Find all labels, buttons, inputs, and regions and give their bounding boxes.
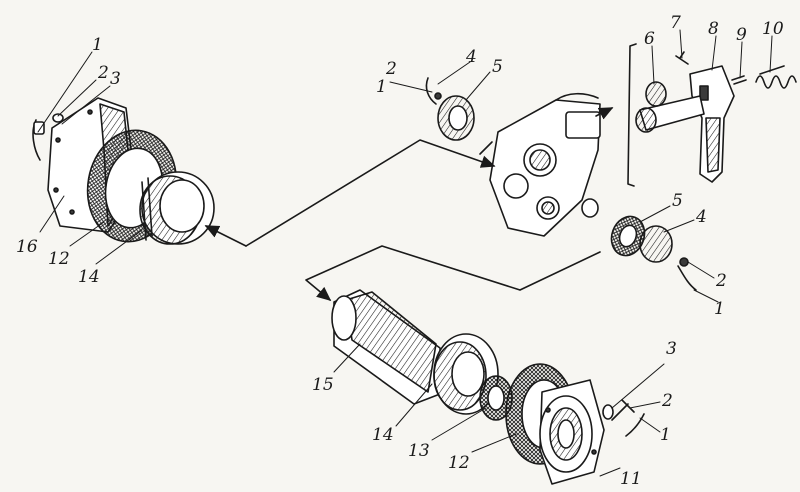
callout-left-14: 14: [78, 267, 100, 287]
bearing-14-shaft: [433, 333, 499, 415]
spring-10: [755, 65, 797, 89]
left-cover-group: [32, 51, 215, 265]
right-middle-group: [610, 205, 719, 303]
callout-top-5: 5: [492, 57, 503, 77]
group-bracket: [627, 43, 637, 187]
callout-shaft-14: 14: [372, 425, 394, 445]
callout-mid-4: 4: [695, 207, 707, 227]
callout-left-3: 3: [110, 69, 121, 89]
shaft-assembly: [331, 289, 665, 485]
callout-right-10: 10: [762, 19, 784, 39]
shaft-6: [635, 81, 705, 133]
callout-top-2: 2: [385, 59, 397, 79]
callout-shaft-11: 11: [620, 469, 642, 489]
splined-shaft-15: [331, 289, 441, 405]
assembly-arrows: [204, 107, 614, 300]
callout-shaft-2: 2: [661, 391, 673, 411]
callout-mid-5: 5: [672, 191, 683, 211]
callout-mid-1: 1: [714, 299, 725, 319]
callout-right-7: 7: [670, 13, 681, 33]
callout-top-1: 1: [376, 77, 387, 97]
callout-left-12: 12: [48, 249, 70, 269]
callout-mid-2: 2: [715, 271, 727, 291]
callout-top-4: 4: [465, 47, 477, 67]
callout-shaft-3: 3: [666, 339, 677, 359]
callout-shaft-15: 15: [312, 375, 334, 395]
lever-8: [689, 65, 735, 183]
lever-group: [635, 29, 797, 183]
callout-right-9: 9: [736, 25, 747, 45]
callout-shaft-13: 13: [408, 441, 430, 461]
callout-left-1: 1: [92, 35, 103, 55]
end-cover-11: [539, 379, 605, 485]
callout-labels: 1 2 3 16 12 14 2 4 5 1 6 7 8 9 10 5 4 2 …: [16, 13, 784, 489]
callout-right-6: 6: [644, 29, 655, 49]
callout-shaft-1: 1: [660, 425, 671, 445]
bolt-left: [32, 113, 64, 161]
callout-left-2: 2: [97, 63, 109, 83]
top-middle-group: [389, 61, 491, 141]
bearing-14-left: [139, 171, 215, 245]
callout-right-8: 8: [708, 19, 719, 39]
gear-housing: [479, 92, 601, 237]
callout-shaft-12: 12: [448, 453, 470, 473]
callout-left-16: 16: [16, 237, 38, 257]
